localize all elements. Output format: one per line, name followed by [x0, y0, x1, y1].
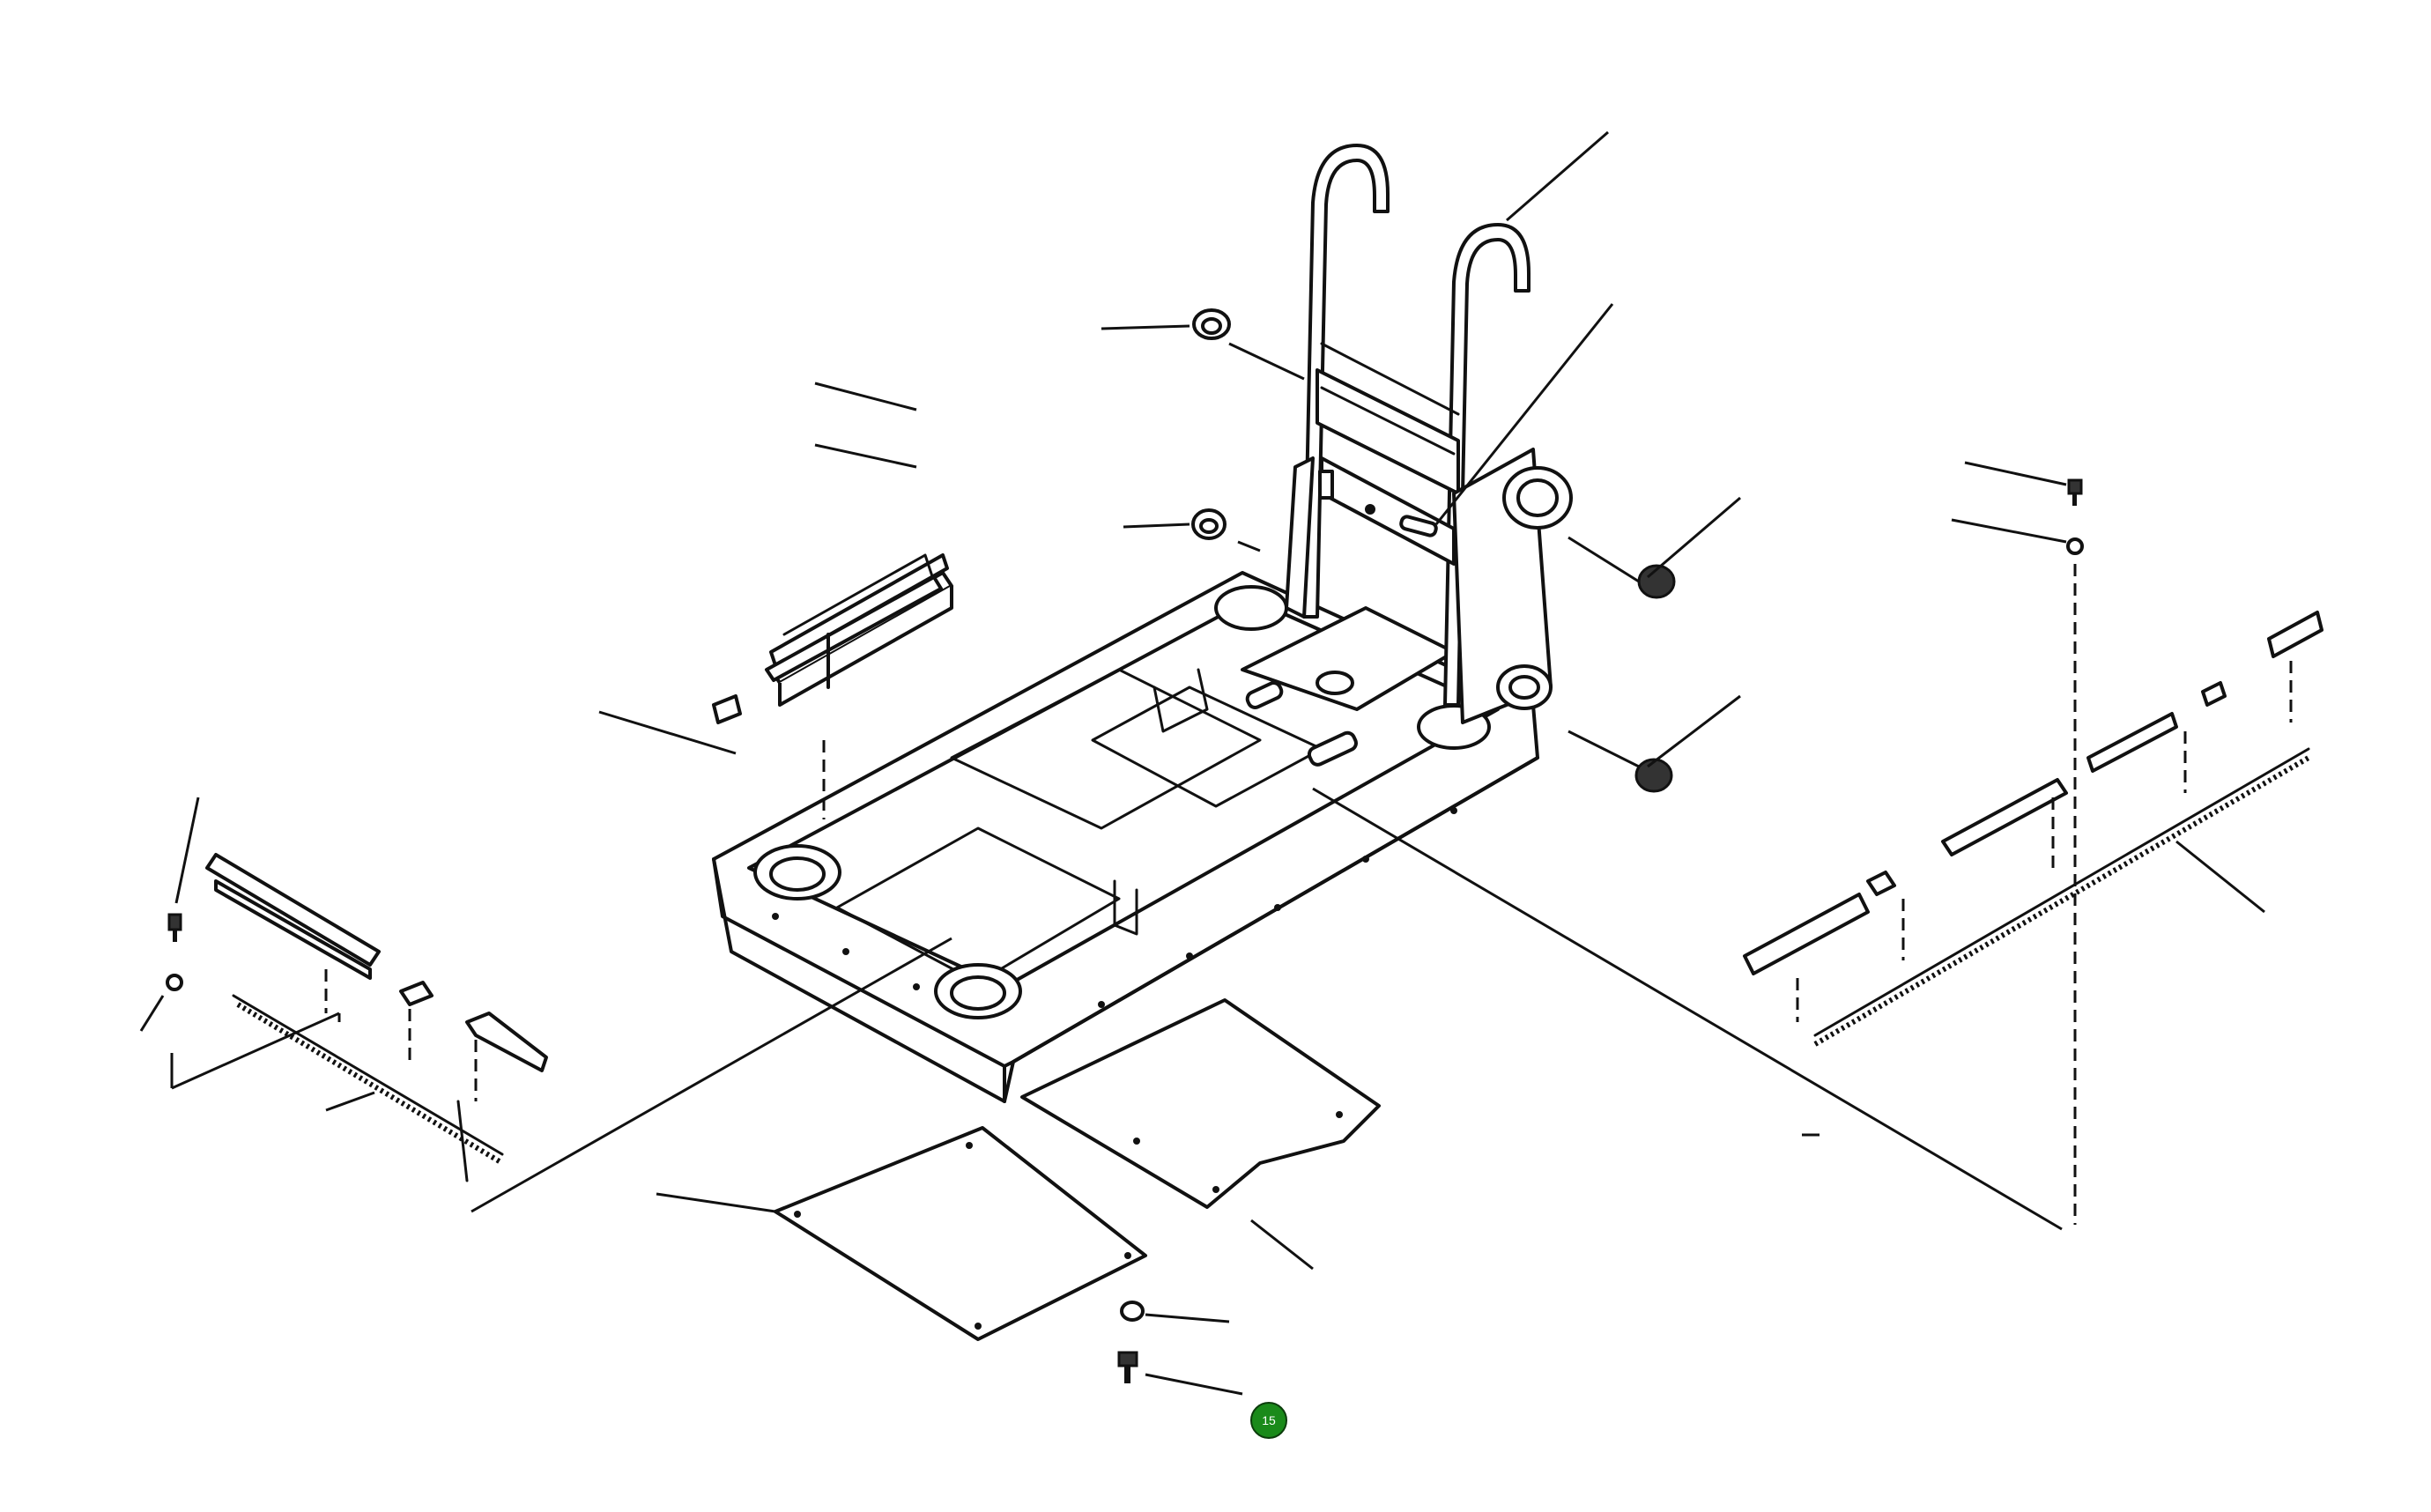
leader-lines [139, 130, 2265, 1396]
callout-15[interactable]: 15 [1250, 1402, 1287, 1439]
main-frame [712, 571, 1539, 1103]
callout-label: 15 [1262, 1413, 1276, 1427]
right-step-assembly [1743, 478, 2324, 1225]
left-step-assembly-lower [166, 853, 548, 1182]
bottom-plates [774, 998, 1381, 1383]
nut-lower [1634, 758, 1673, 793]
left-step-assembly-upper [712, 553, 953, 819]
upright-frame [1285, 144, 1573, 724]
bottom-cover-plate [774, 1126, 1147, 1341]
bushings [1191, 308, 1676, 793]
under-cover-plate [1020, 998, 1381, 1209]
callout-marker[interactable] [1250, 1402, 1287, 1439]
